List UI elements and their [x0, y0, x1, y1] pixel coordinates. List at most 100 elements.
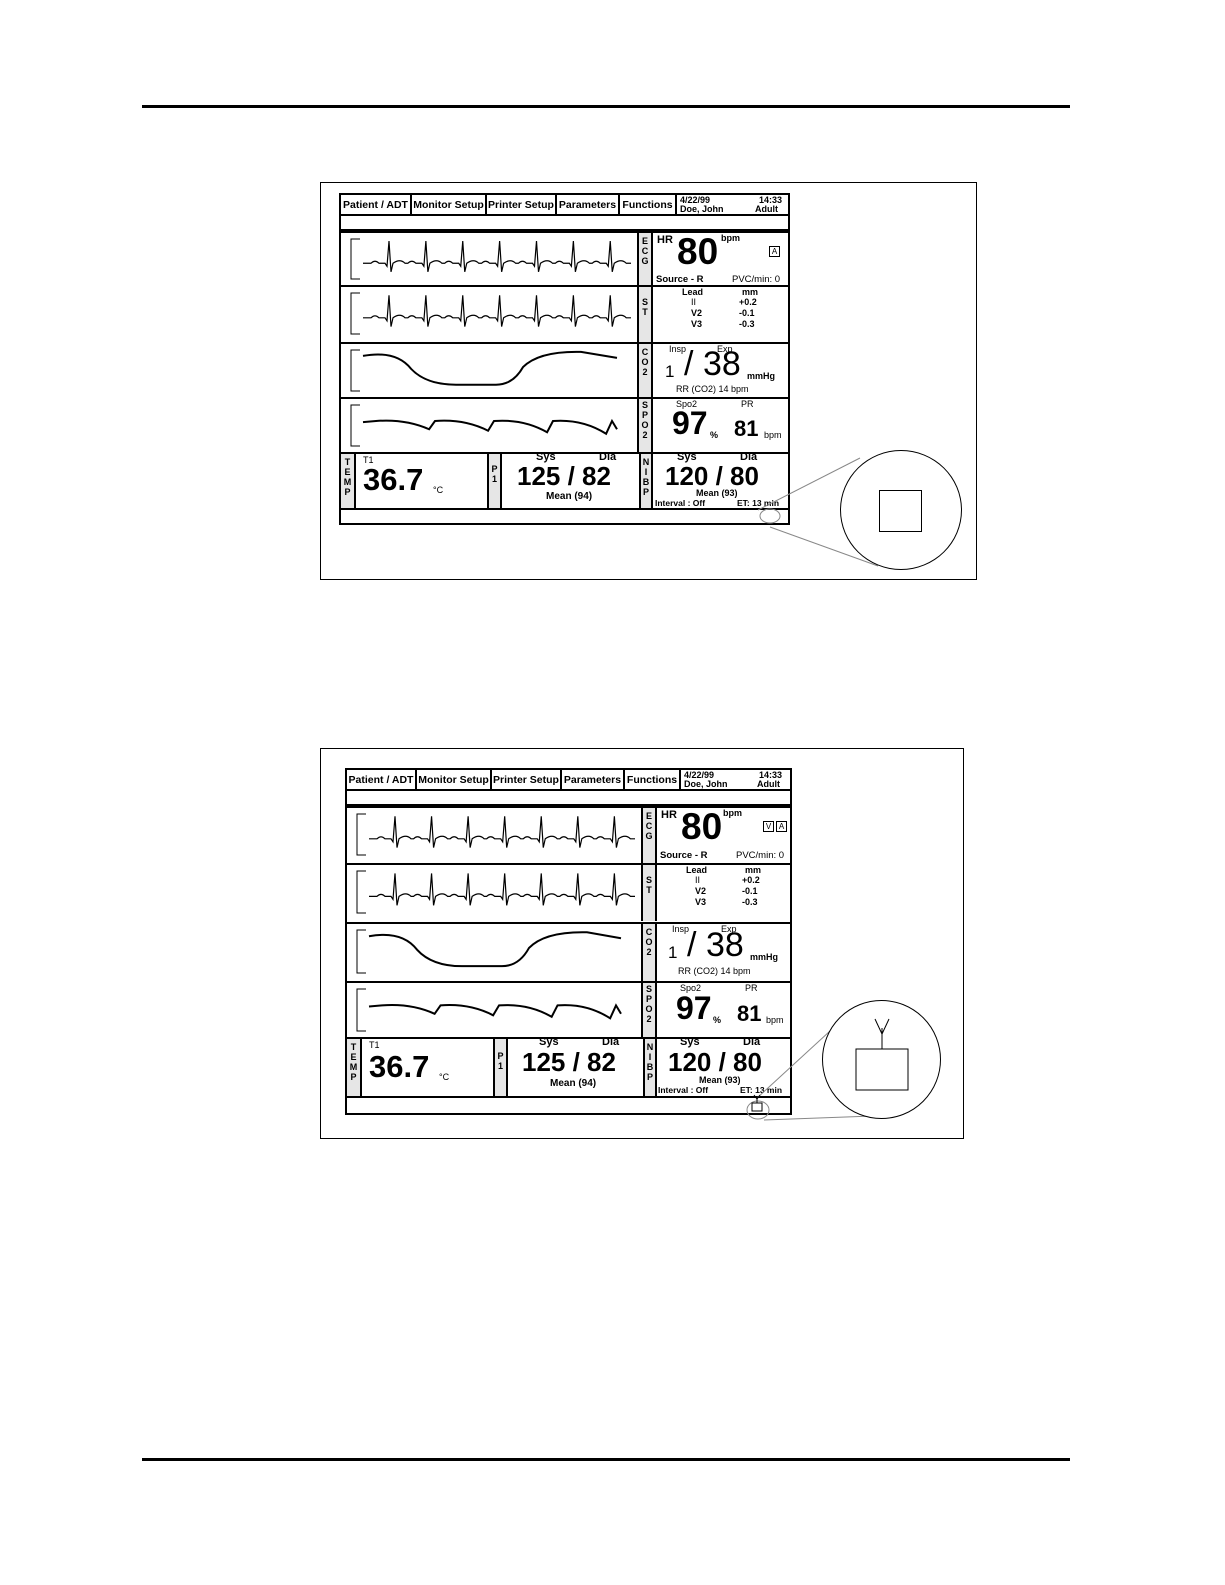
indicator-a: A	[769, 246, 780, 257]
co2-rr: RR (CO2) 14 bpm	[678, 966, 751, 976]
co2-rr: RR (CO2) 14 bpm	[676, 384, 749, 394]
nibp-sys-label: Sys	[680, 1036, 700, 1048]
menu-functions[interactable]: Functions	[625, 770, 681, 789]
indicator-v: V	[763, 821, 774, 832]
spo2-unit: %	[710, 430, 719, 440]
temp-unit: °C	[433, 485, 444, 495]
spo2-value: 97	[672, 405, 708, 441]
status-bar	[347, 1096, 790, 1112]
st-value-ii: +0.2	[742, 875, 760, 885]
menu-parameters[interactable]: Parameters	[562, 770, 625, 789]
st-lead-ii: II	[695, 875, 701, 885]
nibp-interval[interactable]: Interval : Off	[658, 1085, 709, 1095]
spo2-label-text: Spo2	[680, 983, 702, 993]
hr-label: HR	[661, 809, 677, 821]
bottom-rule	[142, 1458, 1070, 1461]
nibp-et: ET: 13 min	[737, 498, 780, 508]
ecg-trace	[356, 813, 635, 856]
ecg-trace	[350, 238, 631, 280]
menu-patient-adt[interactable]: Patient / ADT	[347, 770, 417, 789]
patient-name[interactable]: Doe, John	[680, 204, 724, 214]
pvc-count: PVC/min: 0	[732, 274, 781, 285]
co2-waveform	[347, 924, 643, 981]
pr-label: PR	[741, 399, 754, 409]
hr-unit: bpm	[723, 808, 742, 818]
co2-unit: mmHg	[750, 952, 779, 962]
menu-printer-setup[interactable]: Printer Setup	[492, 770, 562, 789]
menu-functions[interactable]: Functions	[620, 195, 677, 214]
ecg-waveform	[341, 233, 639, 287]
nibp-value: 120 / 80	[668, 1047, 762, 1077]
nibp-interval[interactable]: Interval : Off	[655, 498, 706, 508]
nibp-value: 120 / 80	[665, 461, 759, 491]
menu-monitor-setup[interactable]: Monitor Setup	[417, 770, 492, 789]
patient-info: 4/22/99 14:33 Doe, John Adult	[677, 195, 788, 214]
patient-info: 4/22/99 14:33 Doe, John Adult	[681, 770, 790, 789]
st-lead-v2: V2	[695, 886, 707, 896]
st-waveform	[347, 865, 643, 921]
nibp-sys-label: Sys	[677, 451, 697, 463]
st-mm-header: mm	[742, 287, 759, 297]
st-lead-header: Lead	[682, 287, 704, 297]
co2-slash: /	[687, 926, 697, 964]
st-lead-ii: II	[691, 297, 697, 307]
spo2-waveform	[347, 983, 643, 1039]
co2-trace	[350, 349, 618, 392]
antenna-box-icon	[855, 1018, 909, 1091]
st-value-ii: +0.2	[739, 297, 757, 307]
temp-unit: °C	[439, 1072, 450, 1082]
nibp-mean: Mean (93)	[696, 488, 738, 498]
co2-exp-label: Exp	[717, 344, 733, 354]
co2-insp-label: Insp	[669, 344, 687, 354]
divider	[493, 1039, 495, 1098]
ecg-waveform	[347, 808, 643, 863]
p1-mean: Mean (94)	[550, 1078, 597, 1089]
menu-monitor-setup[interactable]: Monitor Setup	[412, 195, 487, 214]
hr-value: 80	[681, 806, 723, 847]
p1-sys-label: Sys	[536, 451, 556, 463]
ecg-source[interactable]: Source - R	[656, 274, 704, 285]
magnifier-2	[822, 1000, 941, 1119]
menu-parameters[interactable]: Parameters	[557, 195, 620, 214]
nibp-mean: Mean (93)	[699, 1075, 741, 1085]
spo2-unit: %	[713, 1015, 722, 1025]
spo2-value: 97	[676, 990, 712, 1026]
time: 14:33	[758, 770, 782, 780]
st-value-v2: -0.1	[742, 886, 758, 896]
co2-slash: /	[684, 345, 694, 383]
message-bar	[347, 791, 790, 806]
nibp-dia-label: Dia	[743, 1036, 761, 1048]
st-value-v3: -0.3	[739, 319, 755, 329]
p1-dia-label: Dia	[602, 1036, 620, 1048]
co2-trace	[356, 929, 622, 974]
spo2-trace	[350, 404, 618, 447]
menu-printer-setup[interactable]: Printer Setup	[487, 195, 557, 214]
spo2-label-text: Spo2	[676, 399, 698, 409]
status-box-icon	[879, 490, 922, 532]
menu-patient-adt[interactable]: Patient / ADT	[341, 195, 412, 214]
date: 4/22/99	[684, 770, 715, 780]
time: 14:33	[758, 195, 782, 205]
patient-name[interactable]: Doe, John	[684, 779, 728, 789]
temp-value: 36.7	[363, 462, 424, 497]
co2-unit: mmHg	[747, 371, 776, 381]
st-waveform	[341, 287, 639, 342]
nibp-dia-label: Dia	[740, 451, 758, 463]
pr-unit: bpm	[766, 1015, 784, 1025]
magnifier-1	[840, 450, 962, 570]
ecg-source[interactable]: Source - R	[660, 850, 708, 861]
